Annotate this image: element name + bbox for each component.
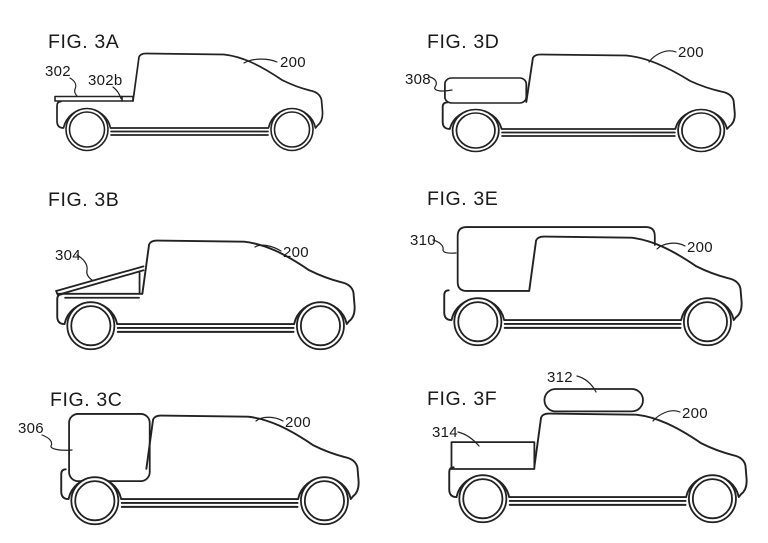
figure-drawing-3f: FIG. 3F 312 314 200: [427, 369, 748, 524]
truck-3b: [55, 239, 356, 351]
roof-cargo-pod-312: [543, 388, 644, 413]
ref-label-310: 310: [410, 232, 436, 249]
leader-306: [41, 434, 73, 451]
leader-304: [76, 254, 93, 281]
truck-3e: [443, 226, 743, 347]
figure-title-3c: FIG. 3C: [50, 389, 122, 411]
leader-200: [254, 244, 282, 252]
ref-label-302b: 302b: [88, 72, 123, 89]
leader-314: [457, 431, 480, 447]
leader-200: [656, 242, 686, 250]
truck-wheels: [458, 474, 737, 524]
figure-title-3a: FIG. 3A: [48, 31, 119, 53]
ref-label-312: 312: [547, 369, 573, 386]
ref-label-314: 314: [432, 424, 458, 441]
ref-label-200: 200: [280, 54, 306, 71]
figure-title-3e: FIG. 3E: [427, 188, 498, 210]
cargo-box-308: [444, 77, 528, 104]
truck-wheels: [453, 297, 732, 347]
slanted-bed-cover-304: [55, 265, 145, 299]
figure-panel-3f: FIG. 3F 312 314 200: [400, 360, 768, 543]
figure-title-3f: FIG. 3F: [427, 388, 497, 410]
figure-panel-3b: FIG. 3B 304 200: [30, 185, 370, 360]
leader-308: [429, 76, 453, 92]
figure-title-3b: FIG. 3B: [48, 189, 119, 211]
ref-label-200: 200: [285, 414, 311, 431]
leader-200: [243, 58, 278, 64]
figure-panel-3a: FIG. 3A 302 302b 200: [30, 10, 370, 185]
figure-drawing-3c: FIG. 3C 306 200: [18, 389, 360, 526]
truck-3c: [60, 413, 360, 526]
bed-cargo-box-314: [450, 441, 536, 470]
tall-cargo-box-306: [68, 413, 151, 483]
leader-200: [648, 50, 677, 63]
truck-wheels: [65, 107, 314, 152]
ref-label-306: 306: [18, 420, 44, 437]
tall-cargo-box-310: [456, 226, 656, 292]
leader-312: [576, 375, 597, 393]
leader-200: [255, 416, 284, 422]
ref-label-200: 200: [682, 405, 708, 422]
figure-drawing-3a: FIG. 3A 302 302b 200: [45, 31, 324, 152]
figure-panel-3e: FIG. 3E 310 200: [400, 185, 768, 360]
leader-310: [432, 239, 457, 254]
truck-wheels: [70, 476, 349, 526]
truck-3d: [441, 53, 736, 153]
ref-label-304: 304: [55, 247, 81, 264]
ref-label-200: 200: [687, 239, 713, 256]
figure-drawing-3d: FIG. 3D 308 200: [405, 31, 736, 153]
ref-label-200: 200: [678, 44, 704, 61]
figure-drawing-3b: FIG. 3B 304 200: [48, 189, 356, 351]
truck-wheels: [66, 301, 345, 351]
leader-200: [652, 410, 681, 422]
figure-panel-3d: FIG. 3D 308 200: [400, 10, 768, 185]
figure-title-3d: FIG. 3D: [427, 31, 499, 53]
leader-302: [69, 77, 78, 97]
ref-label-308: 308: [405, 71, 431, 88]
ref-label-200: 200: [283, 244, 309, 261]
figure-drawing-3e: FIG. 3E 310 200: [410, 188, 743, 347]
truck-wheels: [451, 108, 726, 153]
figure-panel-3c: FIG. 3C 306 200: [0, 360, 370, 543]
ref-label-302: 302: [45, 63, 71, 80]
flat-bed-cover-302: [54, 95, 134, 102]
truck-3a: [54, 52, 324, 152]
leader-302b: [112, 86, 122, 100]
